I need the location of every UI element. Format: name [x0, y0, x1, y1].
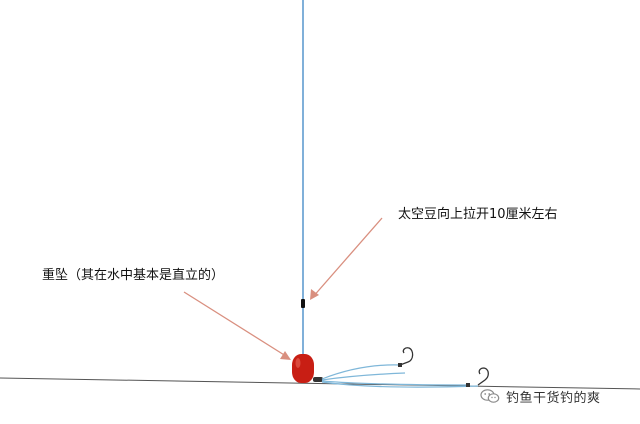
bead-arrow-shaft: [311, 217, 383, 299]
sinker-annotation: 重坠（其在水中基本是直立的）: [42, 268, 225, 283]
leader-line-1: [321, 364, 401, 380]
ground-line: [0, 377, 640, 390]
leader-line-3: [321, 380, 471, 386]
sinker: [292, 354, 314, 383]
hook-1-icon: [399, 347, 414, 366]
sinker-arrow-head: [280, 351, 291, 360]
leader-line-2: [321, 372, 406, 381]
watermark-text: 钓鱼干货钓的爽: [506, 390, 601, 406]
watermark: 钓鱼干货钓的爽: [480, 386, 601, 406]
leader-line-4: [321, 381, 479, 388]
bead-arrow-head: [310, 289, 319, 300]
swivel: [313, 377, 323, 382]
wechat-icon: [480, 389, 500, 403]
hook-2-icon: [477, 367, 489, 386]
sinker-highlight: [295, 358, 301, 368]
leader-knot-2: [466, 383, 470, 387]
bead-annotation: 太空豆向上拉开10厘米左右: [398, 207, 558, 222]
space-bean: [301, 299, 305, 308]
sinker-arrow-shaft: [183, 291, 290, 359]
